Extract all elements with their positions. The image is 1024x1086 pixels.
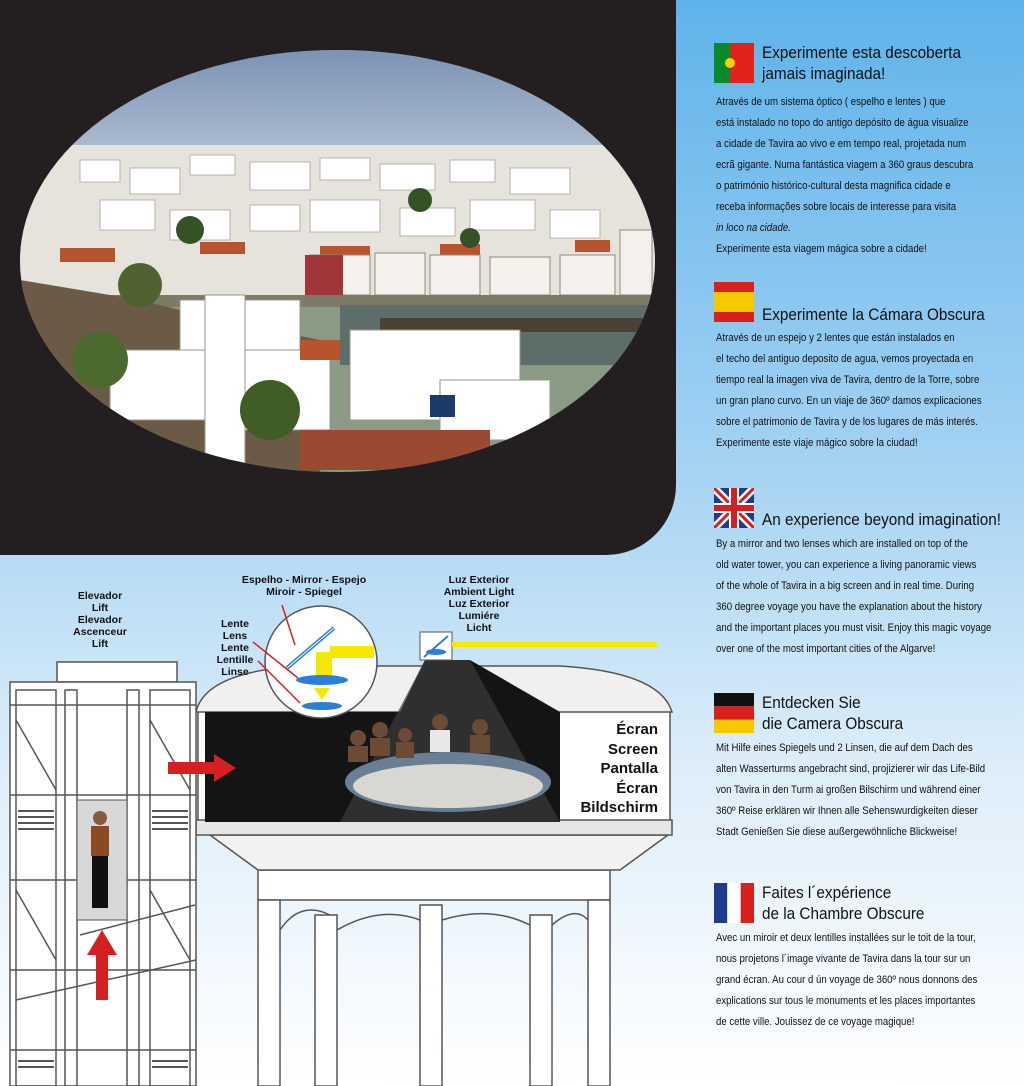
flag-spain-icon xyxy=(714,282,754,322)
elevator-label-line: Elevador xyxy=(77,590,123,602)
text-line: Através de un espejo y 2 lentes que está… xyxy=(716,332,955,344)
text-line: Experimente esta viagem mágica sobre a c… xyxy=(716,243,927,255)
flag-france-icon xyxy=(714,883,754,923)
text-line: and the important places you must visit.… xyxy=(716,622,992,634)
screen-label-line: Screen xyxy=(607,740,658,758)
elevator-label-line: Lift xyxy=(91,602,109,614)
screen-label-line: Bildschirm xyxy=(580,799,658,816)
text-line: el techo del antiguo deposito de agua, v… xyxy=(716,353,974,365)
text-line: Através de um sistema óptico ( espelho e… xyxy=(716,96,946,108)
screen-label: Écran Screen Pantalla Écran Bildschirm xyxy=(560,720,658,818)
text-line: un gran plano curvo. En un viaje de 360º… xyxy=(716,395,982,407)
lens-label-line: Lens xyxy=(222,630,248,642)
text-line: a cidade de Tavira ao vivo e em tempo re… xyxy=(716,138,967,150)
elevator-label: Elevador Lift Elevador Ascenceur Lift xyxy=(58,590,142,650)
text-line: explications sur tous le monuments et le… xyxy=(716,995,976,1007)
mirror-label-line: Miroir - Spiegel xyxy=(266,586,342,598)
light-label-line: Luz Exterior xyxy=(448,574,510,586)
lens-label-line: Linse xyxy=(221,666,249,678)
flag-germany-icon xyxy=(714,693,754,733)
text-line: Stadt Genießen Sie diese außergewöhnlich… xyxy=(716,826,958,838)
title-fr-line1: Faites l´expérience xyxy=(762,883,892,902)
light-label-line: Licht xyxy=(466,622,492,634)
photo-panel xyxy=(0,0,676,555)
text-column: Experimente esta descoberta jamais imagi… xyxy=(700,0,1010,1086)
light-label: Luz Exterior Ambient Light Luz Exterior … xyxy=(432,574,526,634)
text-line: over one of the most important cities of… xyxy=(716,643,936,655)
text-line: nous projetons l´image vivante de Tavira… xyxy=(716,953,971,965)
title-es: Experimente la Cámara Obscura xyxy=(762,305,985,324)
elevator-label-line: Lift xyxy=(91,638,109,650)
text-line: 360 degree voyage you have the explanati… xyxy=(716,601,982,613)
light-label-line: Ambient Light xyxy=(443,586,515,598)
text-line: tiempo real la imagen viva de Tavira, de… xyxy=(716,374,980,386)
mirror-label-line: Espelho - Mirror - Espejo xyxy=(241,574,367,586)
light-label-line: Luz Exterior xyxy=(448,598,510,610)
text-line: ecrã gigante. Numa fantástica viagem a 3… xyxy=(716,159,974,171)
text-line: receba informações sobre locais de inter… xyxy=(716,201,957,213)
text-line: está instalado no topo do antigo depósit… xyxy=(716,117,969,129)
tavira-city-photo xyxy=(20,50,655,472)
light-label-line: Lumiére xyxy=(458,610,500,622)
elevator-label-line: Elevador xyxy=(77,614,123,626)
text-line: in loco na cidade. xyxy=(716,222,791,234)
title-pt-line2: jamais imaginada! xyxy=(762,64,886,83)
text-line: 360º Reise erklären wir Ihnen alle Sehen… xyxy=(716,805,978,817)
text-line: of the whole of Tavira in a big screen a… xyxy=(716,580,975,592)
text-line: alten Wasserturms angebracht sind, proji… xyxy=(716,763,986,775)
text-line: sobre el patrimonio de Tavira y de los l… xyxy=(716,416,978,428)
lens-label-line: Lentille xyxy=(216,654,254,666)
tower-diagram: Elevador Lift Elevador Ascenceur Lift Es… xyxy=(0,556,676,1086)
title-en: An experience beyond imagination! xyxy=(762,510,1002,529)
flag-portugal-icon xyxy=(714,43,754,83)
title-pt-line1: Experimente esta descoberta xyxy=(762,43,962,62)
text-line: von Tavira in den Turm ai großen Bilschi… xyxy=(716,784,981,796)
title-de-line2: die Camera Obscura xyxy=(762,714,904,733)
screen-label-line: Pantalla xyxy=(600,760,658,777)
screen-label-line: Écran xyxy=(616,721,658,738)
tower-drawing xyxy=(9,604,674,1086)
text-line: old water tower, you can experience a li… xyxy=(716,559,977,571)
lens-label-line: Lente xyxy=(220,642,249,654)
lens-label: Lente Lens Lente Lentille Linse xyxy=(205,618,265,678)
elevator-label-line: Ascenceur xyxy=(73,626,127,638)
text-line: Mit Hilfe eines Spiegels und 2 Linsen, d… xyxy=(716,742,973,754)
mirror-label: Espelho - Mirror - Espejo Miroir - Spieg… xyxy=(224,574,384,598)
title-de-line1: Entdecken Sie xyxy=(762,693,861,712)
title-fr-line2: de la Chambre Obscure xyxy=(762,904,925,923)
text-line: grand écran. Au cour d ún voyage de 360º… xyxy=(716,974,978,986)
text-line: Experimente este viaje mágico sobre la c… xyxy=(716,437,918,449)
text-line: de cette ville. Jouissez de ce voyage ma… xyxy=(716,1016,915,1028)
text-line: By a mirror and two lenses which are ins… xyxy=(716,538,968,550)
text-line: o património histórico-cultural desta ma… xyxy=(716,180,951,192)
screen-label-line: Écran xyxy=(616,779,658,797)
text-line: Avec un miroir et deux lentilles install… xyxy=(716,932,976,944)
flag-uk-icon xyxy=(714,488,754,528)
lens-label-line: Lente xyxy=(220,618,249,630)
